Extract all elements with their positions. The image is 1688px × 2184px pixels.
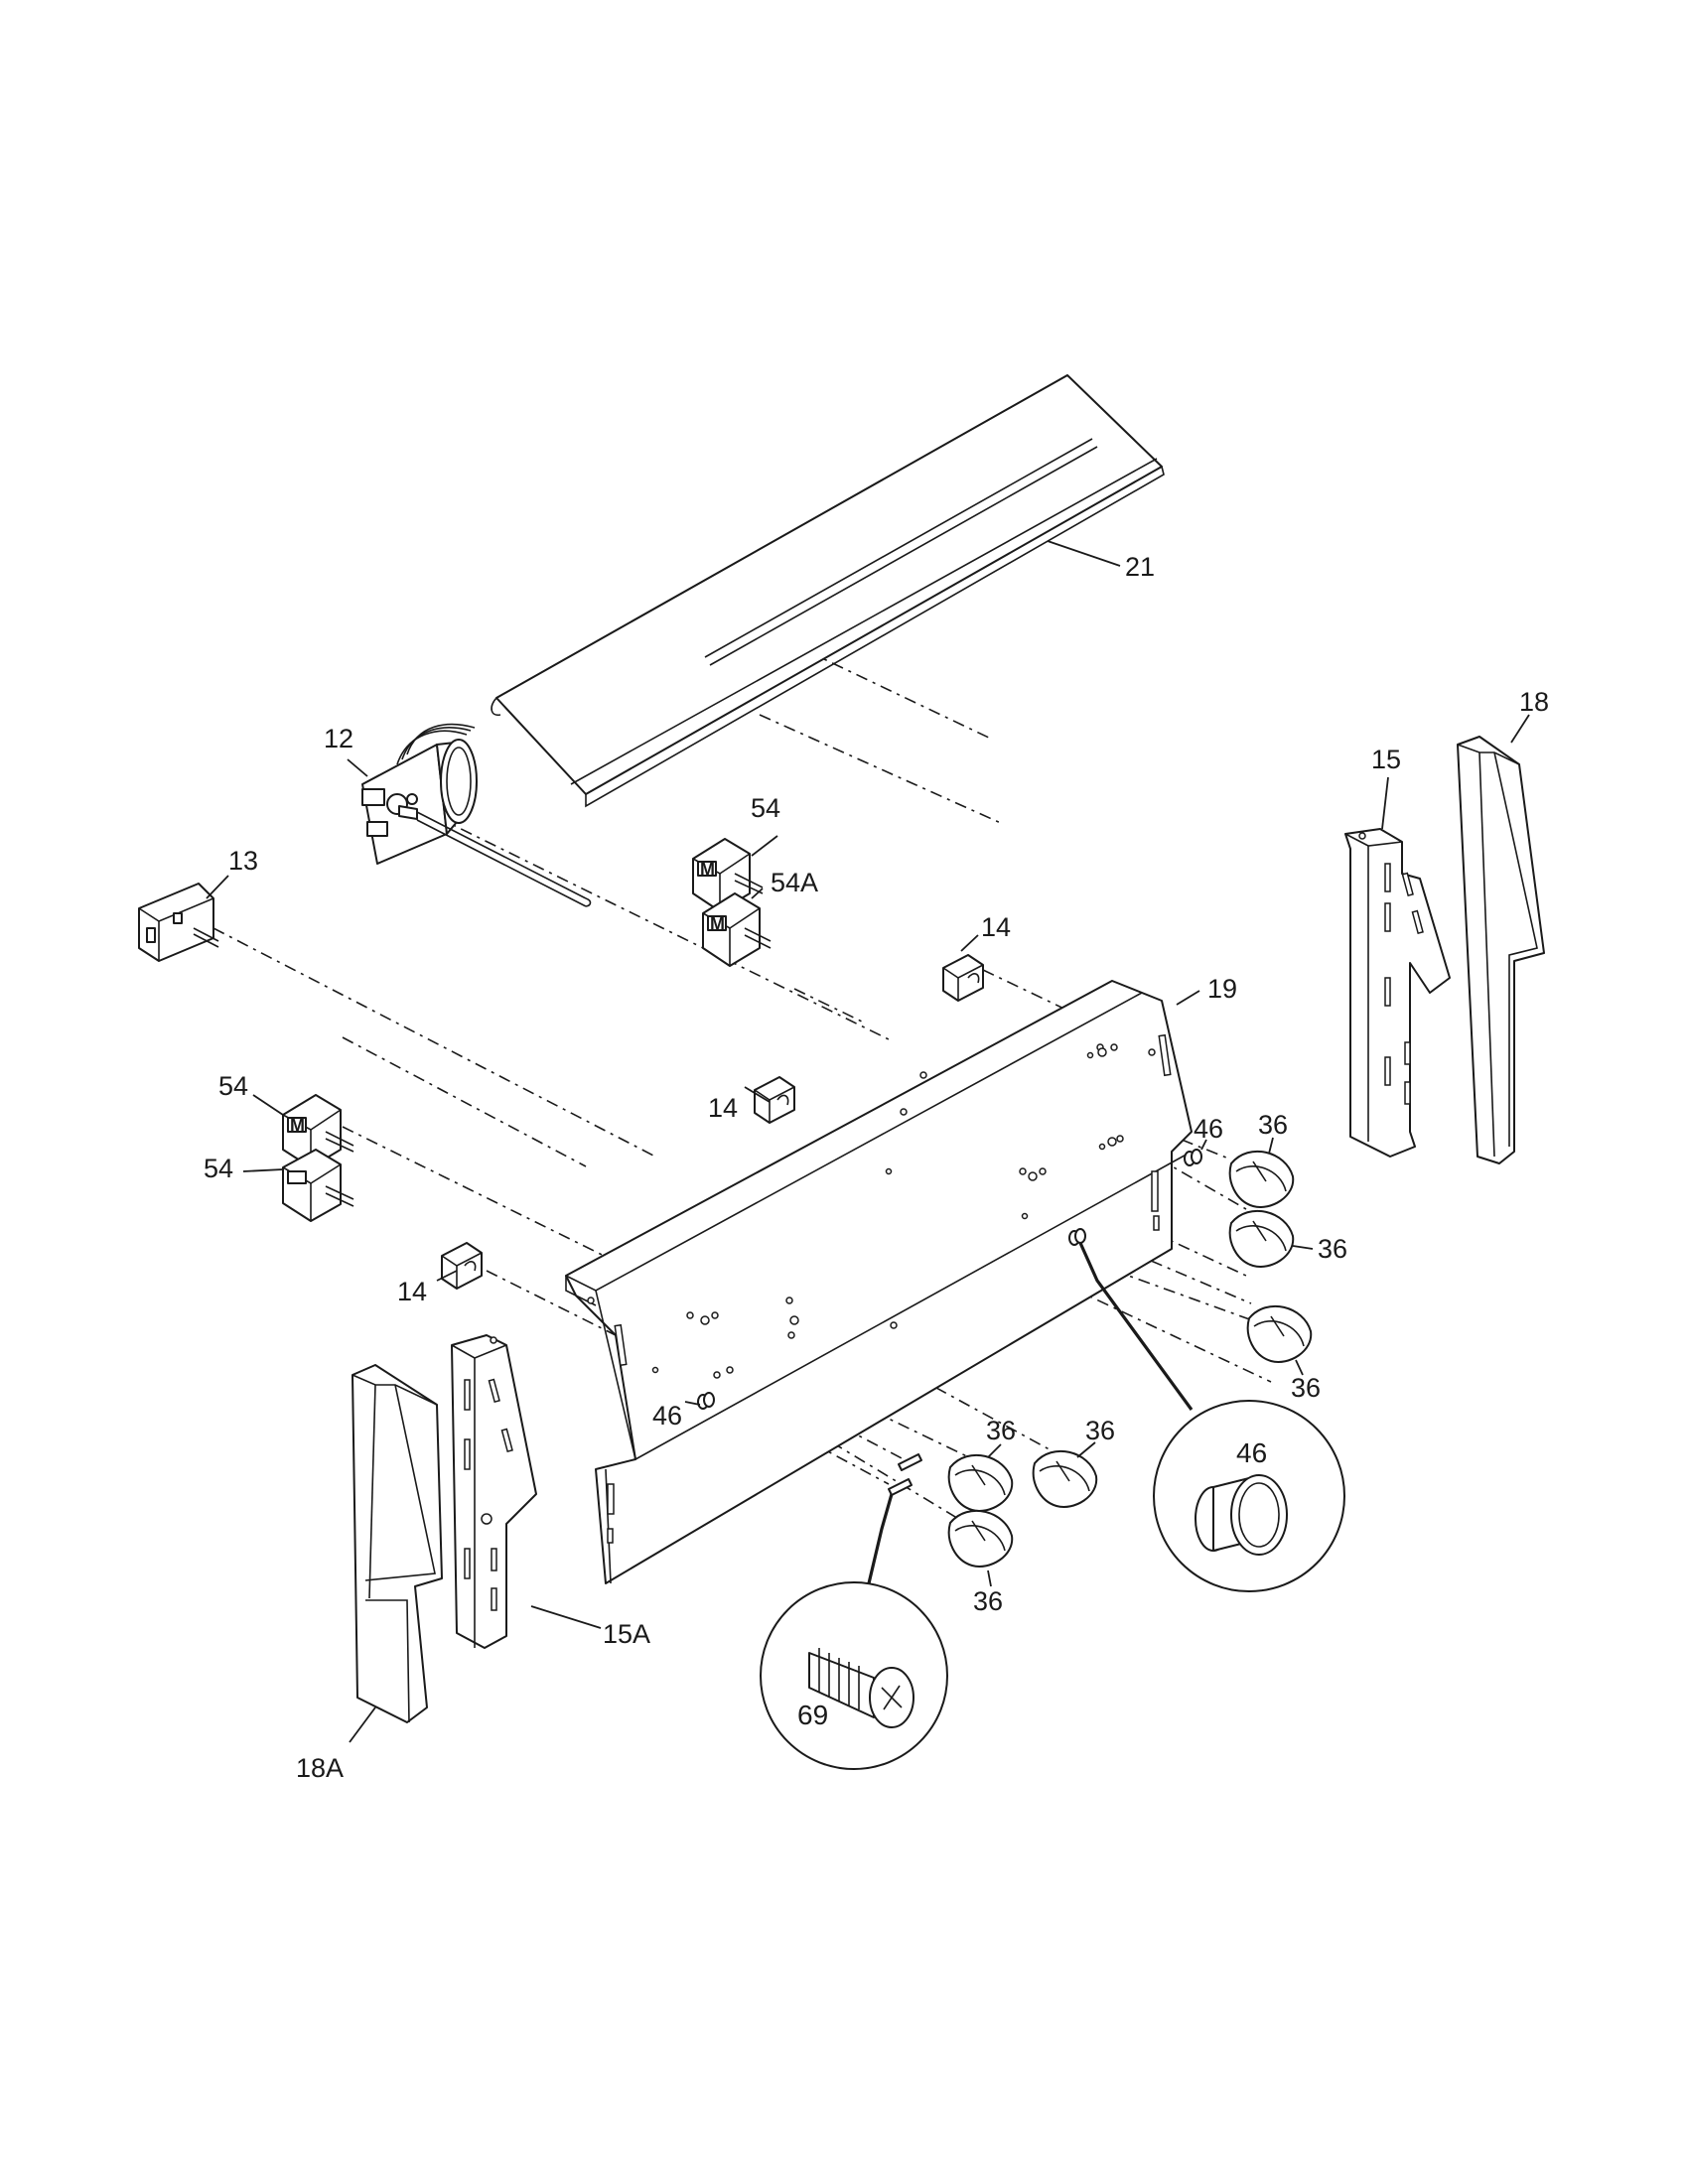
label-part-36-b3: 36 bbox=[973, 1586, 1003, 1616]
label-part-36-r1: 36 bbox=[1258, 1110, 1288, 1140]
label-part-19: 19 bbox=[1207, 974, 1237, 1004]
label-part-54-left-b: 54 bbox=[204, 1154, 233, 1183]
thermostat-part-12 bbox=[361, 723, 592, 907]
knob-part-36-r2 bbox=[1228, 1209, 1295, 1268]
label-part-54a: 54A bbox=[771, 868, 818, 897]
spacer-part-46-left bbox=[697, 1392, 715, 1410]
end-bracket-part-15a bbox=[451, 1334, 537, 1649]
switch-mark: M bbox=[710, 914, 725, 934]
spacer-part-46-right bbox=[1184, 1149, 1202, 1166]
indicator-light-part-14-left bbox=[441, 1242, 483, 1290]
knob-part-36-r1 bbox=[1228, 1150, 1295, 1208]
spacer-part-46-center bbox=[1068, 1228, 1086, 1246]
detail-view-part-46 bbox=[1078, 1242, 1345, 1592]
side-trim-part-18a bbox=[352, 1364, 443, 1723]
knob-part-36-r3 bbox=[1246, 1304, 1313, 1363]
label-part-12: 12 bbox=[324, 724, 353, 753]
leader-lines bbox=[206, 540, 1530, 1743]
detail-view-part-69 bbox=[760, 1493, 948, 1770]
top-trim-part-21 bbox=[491, 374, 1165, 808]
infinite-switch-part-54a: M bbox=[702, 892, 772, 967]
indicator-light-part-14-mid bbox=[754, 1076, 795, 1124]
label-part-14-right: 14 bbox=[981, 912, 1011, 942]
label-part-46-left: 46 bbox=[652, 1401, 682, 1431]
knob-part-36-b1 bbox=[947, 1453, 1014, 1512]
label-part-69: 69 bbox=[797, 1700, 828, 1730]
label-part-13: 13 bbox=[228, 846, 258, 876]
infinite-switch-part-54-left-b bbox=[282, 1149, 354, 1222]
label-part-21: 21 bbox=[1125, 552, 1155, 582]
indicator-light-part-14-right bbox=[942, 954, 984, 1002]
label-part-18: 18 bbox=[1519, 687, 1549, 717]
label-part-15a: 15A bbox=[603, 1619, 650, 1649]
label-part-54-left-a: 54 bbox=[218, 1071, 248, 1101]
end-bracket-part-15 bbox=[1344, 828, 1451, 1158]
part-labels: 21 12 13 54 54A 14 19 15 18 54 54 14 46 … bbox=[204, 552, 1549, 1783]
label-part-46-right: 46 bbox=[1194, 1114, 1223, 1144]
screw-part-69-upper bbox=[898, 1453, 922, 1471]
switch-mark: M bbox=[700, 860, 715, 880]
label-part-36-r3: 36 bbox=[1291, 1373, 1321, 1403]
label-part-36-b1: 36 bbox=[986, 1416, 1016, 1445]
label-part-15: 15 bbox=[1371, 745, 1401, 774]
switch-part-13 bbox=[138, 883, 219, 962]
label-part-54-top: 54 bbox=[751, 793, 780, 823]
switch-mark: M bbox=[290, 1116, 305, 1136]
label-part-18a: 18A bbox=[296, 1753, 344, 1783]
screw-part-69-lower bbox=[888, 1478, 913, 1496]
knob-part-36-b3 bbox=[947, 1509, 1014, 1568]
label-part-14-mid: 14 bbox=[708, 1093, 738, 1123]
label-part-46-detail: 46 bbox=[1236, 1437, 1267, 1468]
label-part-36-r2: 36 bbox=[1318, 1234, 1347, 1264]
side-trim-part-18 bbox=[1457, 736, 1545, 1164]
knob-part-36-b2 bbox=[1032, 1449, 1098, 1508]
infinite-switch-part-54-left-a: M bbox=[282, 1094, 354, 1168]
label-part-36-b2: 36 bbox=[1085, 1416, 1115, 1445]
label-part-14-left: 14 bbox=[397, 1277, 427, 1306]
control-panel-part-19 bbox=[565, 980, 1193, 1584]
